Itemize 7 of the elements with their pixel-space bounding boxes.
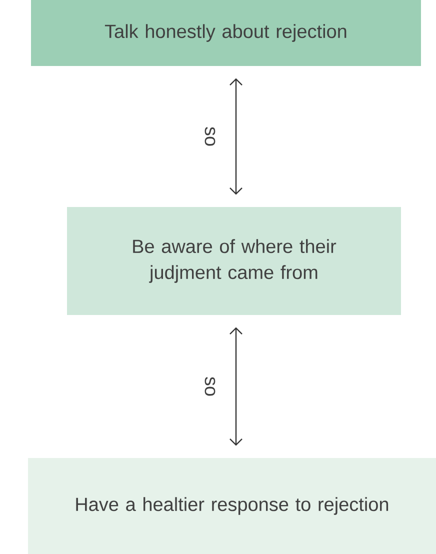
double-arrow (230, 78, 242, 195)
text-box: Have a healtier response to rejection (28, 458, 436, 554)
edge-label: so (204, 377, 216, 396)
text-box: Be aware of where their judjment came from (67, 207, 401, 315)
edge-label: so (204, 127, 216, 146)
text-box: Talk honestly about rejection (31, 0, 421, 66)
double-arrow (230, 327, 242, 446)
